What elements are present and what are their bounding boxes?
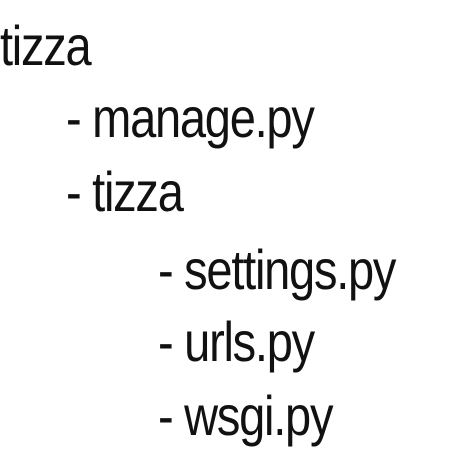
tree-item-urls-py: -urls.py <box>158 310 315 373</box>
tree-item-tizza-folder: -tizza <box>66 160 184 223</box>
tree-item-settings-py: -settings.py <box>158 238 396 301</box>
tree-item-wsgi-py: -wsgi.py <box>158 384 333 447</box>
tree-root-folder: tizza <box>0 18 92 74</box>
tree-bullet: - <box>158 384 174 447</box>
tree-bullet: - <box>158 238 174 301</box>
tree-item-label: settings.py <box>184 238 396 301</box>
tree-item-manage-py: -manage.py <box>66 86 315 149</box>
tree-item-label: manage.py <box>92 86 315 149</box>
tree-bullet: - <box>66 160 82 223</box>
tree-item-label: wsgi.py <box>184 384 333 447</box>
tree-bullet: - <box>66 86 82 149</box>
tree-item-label: urls.py <box>184 310 315 373</box>
tree-item-label: tizza <box>92 160 184 223</box>
tree-bullet: - <box>158 310 174 373</box>
root-folder-label: tizza <box>0 14 92 77</box>
